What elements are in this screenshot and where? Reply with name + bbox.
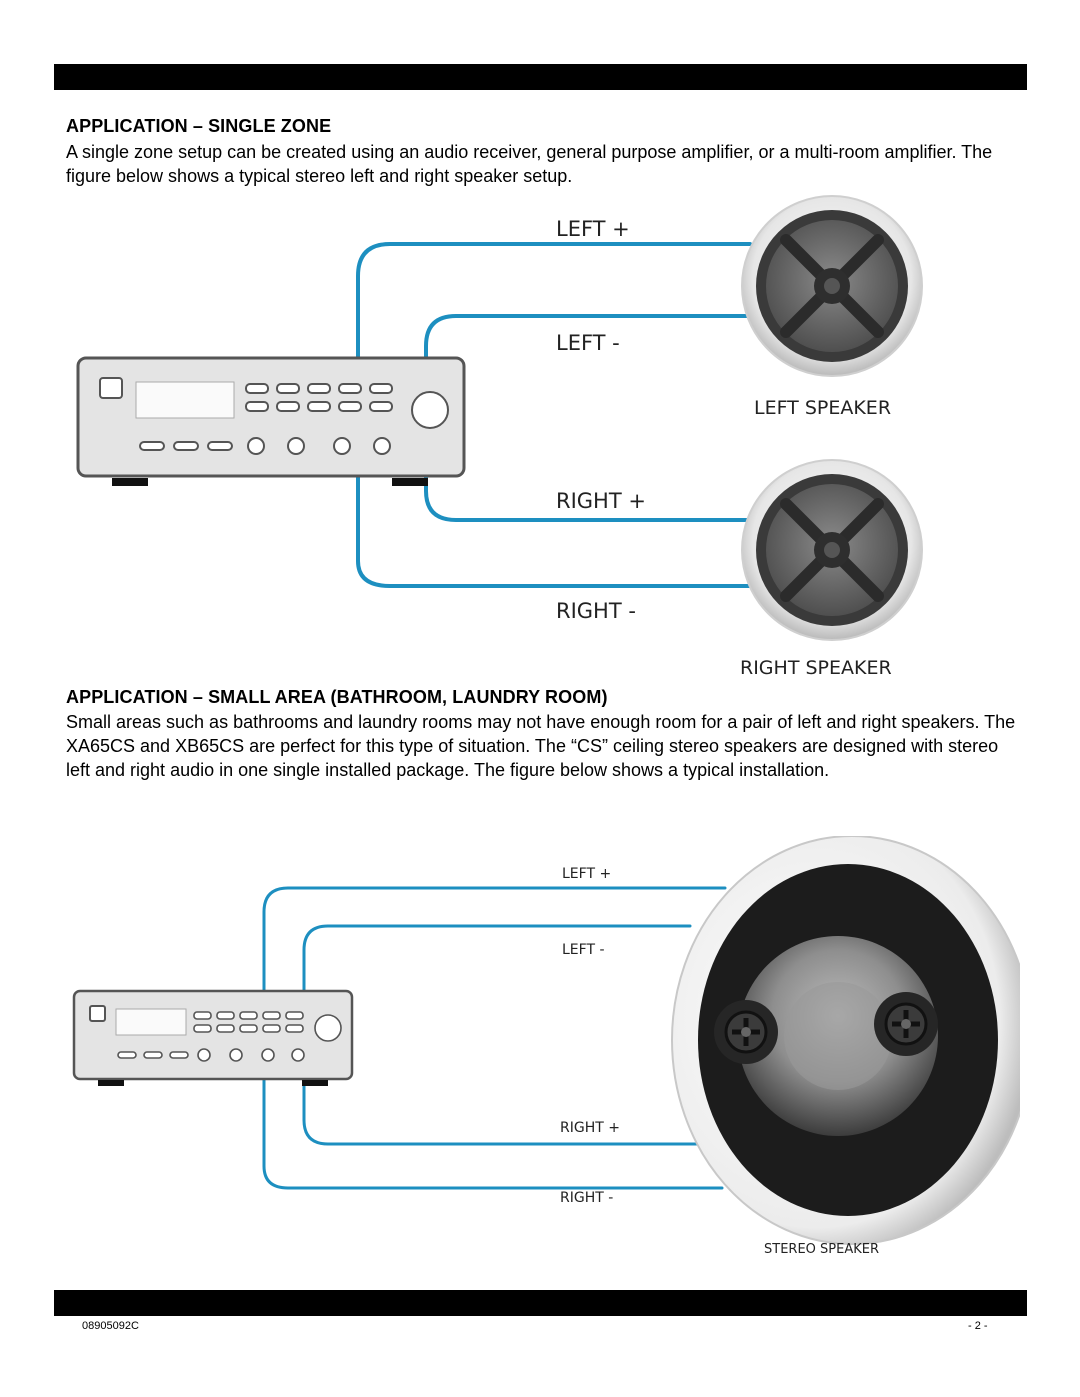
right-speaker-icon — [741, 459, 923, 641]
footer-doc-number: 08905092C — [82, 1320, 139, 1332]
audio-receiver — [76, 356, 466, 486]
label-left-speaker: LEFT SPEAKER — [754, 397, 891, 419]
footer-bar — [54, 1290, 1027, 1316]
speaker-wires — [356, 242, 752, 588]
label-stereo-speaker: STEREO SPEAKER — [764, 1242, 879, 1257]
label-left-minus: LEFT - — [556, 331, 620, 355]
label-left-plus: LEFT + — [556, 217, 630, 241]
label-right-plus: RIGHT + — [556, 489, 646, 513]
single-zone-diagram: LEFT + LEFT - LEFT SPEAKER RIGHT + RIGHT… — [76, 195, 923, 679]
header-bar — [54, 64, 1027, 90]
label-right-speaker: RIGHT SPEAKER — [740, 657, 892, 679]
stereo-speaker-icon — [671, 836, 1020, 1245]
audio-receiver-small — [72, 989, 354, 1086]
label-left-minus-2: LEFT - — [562, 942, 605, 958]
left-speaker-icon — [741, 195, 923, 377]
label-left-plus-2: LEFT + — [562, 866, 611, 882]
stereo-speaker-wires — [262, 886, 727, 1190]
label-right-minus: RIGHT - — [556, 599, 636, 623]
section-heading-single-zone: APPLICATION – SINGLE ZONE — [66, 116, 332, 136]
small-area-diagram: LEFT + LEFT - RIGHT + RIGHT - STEREO SPE… — [72, 836, 1020, 1257]
label-right-minus-2: RIGHT - — [560, 1190, 613, 1206]
section-heading-small-area: APPLICATION – SMALL AREA (BATHROOM, LAUN… — [66, 687, 608, 707]
label-right-plus-2: RIGHT + — [560, 1120, 620, 1136]
section-body-single-zone: A single zone setup can be created using… — [66, 142, 993, 186]
section-body-small-area: Small areas such as bathrooms and laundr… — [66, 712, 1016, 780]
footer-page-number: - 2 - — [968, 1320, 988, 1332]
